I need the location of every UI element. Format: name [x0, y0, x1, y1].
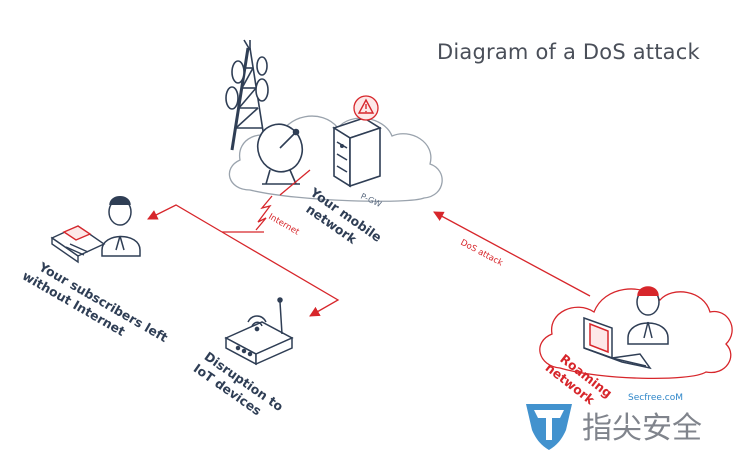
attacker-person-icon — [627, 286, 669, 345]
iot-router-icon — [224, 297, 294, 366]
roaming-network-cloud — [539, 288, 733, 380]
arrow-to-iot — [221, 231, 340, 317]
watermark: Secfree.coM 指尖安全 — [526, 393, 702, 450]
dos-attack-label: DoS attack — [459, 238, 505, 269]
dos-attack-arrow — [433, 211, 591, 297]
diagram-title: Diagram of a DoS attack — [437, 40, 700, 64]
offline-phone-icon — [50, 225, 106, 264]
subscriber-person-icon — [101, 196, 141, 257]
cell-tower-icon — [225, 39, 269, 151]
subscribers-label-line1: Your subscribers left — [36, 259, 171, 346]
watermark-site: Secfree.coM — [628, 393, 683, 403]
broken-internet-link — [222, 169, 311, 233]
internet-label: Internet — [267, 212, 302, 238]
mobile-network-cloud — [228, 115, 443, 202]
warning-badge-icon — [353, 95, 379, 121]
attacker-laptop-icon — [583, 316, 652, 370]
arrow-to-subscribers — [147, 204, 223, 233]
pgw-label: P-GW — [359, 192, 383, 209]
pgw-server-icon — [332, 117, 382, 188]
watermark-brand: 指尖安全 — [582, 411, 702, 446]
